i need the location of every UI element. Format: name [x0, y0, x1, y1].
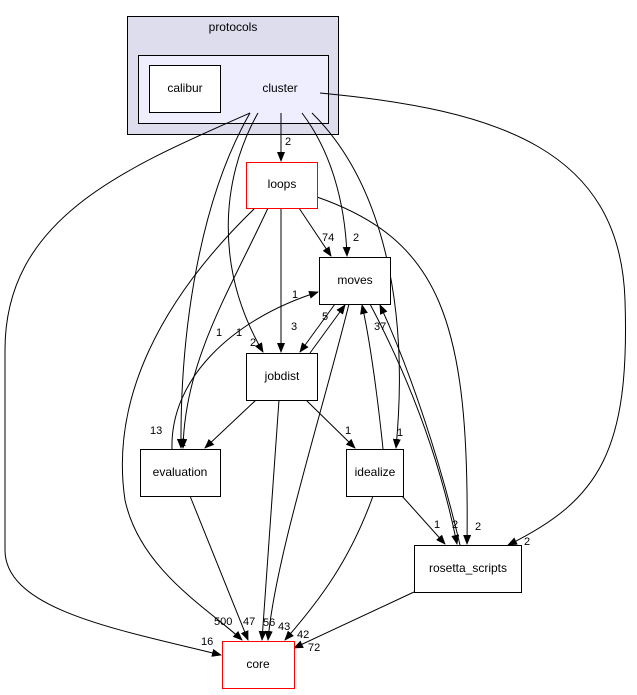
node-idealize[interactable]: idealize: [346, 449, 404, 497]
node-label: idealize: [355, 465, 396, 479]
edge-label: 56: [263, 617, 275, 629]
edge-label: 2: [285, 136, 291, 148]
edge: [121, 207, 256, 641]
edge: [293, 591, 415, 649]
edge-label: 2: [452, 519, 458, 531]
edge-label: 1: [345, 425, 351, 437]
edge: [401, 495, 446, 545]
edge-label: 43: [278, 621, 290, 633]
edge-label: 13: [150, 425, 162, 437]
edge-label: 1: [236, 327, 242, 339]
edge-label: 1: [292, 289, 298, 301]
edge: [204, 399, 257, 449]
edge: [227, 112, 264, 353]
edge-label: 47: [243, 616, 255, 628]
edge-label: 1: [397, 427, 403, 439]
edge: [284, 495, 374, 641]
edge: [179, 207, 269, 449]
edge: [360, 304, 384, 450]
node-label: moves: [337, 273, 372, 287]
node-loops[interactable]: loops: [246, 162, 318, 209]
node-calibur[interactable]: calibur: [149, 65, 221, 113]
edge: [4, 112, 251, 657]
edge-label: 2: [180, 437, 186, 449]
edge: [189, 495, 249, 641]
edge: [379, 304, 461, 546]
node-label: calibur: [167, 81, 202, 95]
edge-label: 72: [308, 642, 320, 654]
edge: [305, 399, 356, 449]
node-core[interactable]: core: [222, 641, 295, 689]
edge: [171, 290, 319, 450]
node-moves[interactable]: moves: [319, 257, 391, 305]
edge-label: 74: [322, 232, 334, 244]
edge-label: 2: [524, 536, 530, 548]
edge-label: 37: [374, 321, 386, 333]
node-label: evaluation: [153, 465, 208, 479]
edge: [299, 303, 336, 353]
edge-label: 1: [216, 327, 222, 339]
edge: [369, 303, 460, 545]
edge-label: 1: [434, 519, 440, 531]
edge-label: 3: [291, 321, 297, 333]
node-label: jobdist: [264, 369, 300, 383]
edges: [4, 92, 627, 657]
edge: [316, 196, 472, 545]
node-evaluation[interactable]: evaluation: [140, 449, 221, 497]
node-label: core: [246, 657, 270, 671]
edge-label: 5: [322, 311, 328, 323]
edge: [258, 399, 280, 641]
edge-label: 16: [201, 636, 213, 648]
edge-label: 500: [214, 616, 232, 628]
cluster-protocols-label: protocols: [209, 20, 258, 34]
edge: [301, 112, 351, 257]
edge: [264, 303, 350, 641]
node-rosetta-scripts[interactable]: rosetta_scripts: [414, 545, 522, 593]
edge-label: 2: [475, 521, 481, 533]
edge-label: 2: [250, 337, 256, 349]
edge-labels: 2 74 2 1 5 3 37 1 1 2 13 2 1 1 1 2 2 2 1…: [150, 136, 530, 654]
node-label: loops: [268, 177, 297, 191]
edge: [176, 112, 251, 449]
node-jobdist[interactable]: jobdist: [246, 353, 318, 401]
edge-label: 2: [353, 232, 359, 244]
edge: [298, 207, 332, 257]
node-label: rosetta_scripts: [429, 561, 507, 575]
edge: [319, 92, 627, 546]
edge-label: 42: [297, 629, 309, 641]
node-cluster-label: cluster: [262, 81, 297, 95]
edge: [311, 112, 401, 449]
edge: [309, 304, 346, 354]
